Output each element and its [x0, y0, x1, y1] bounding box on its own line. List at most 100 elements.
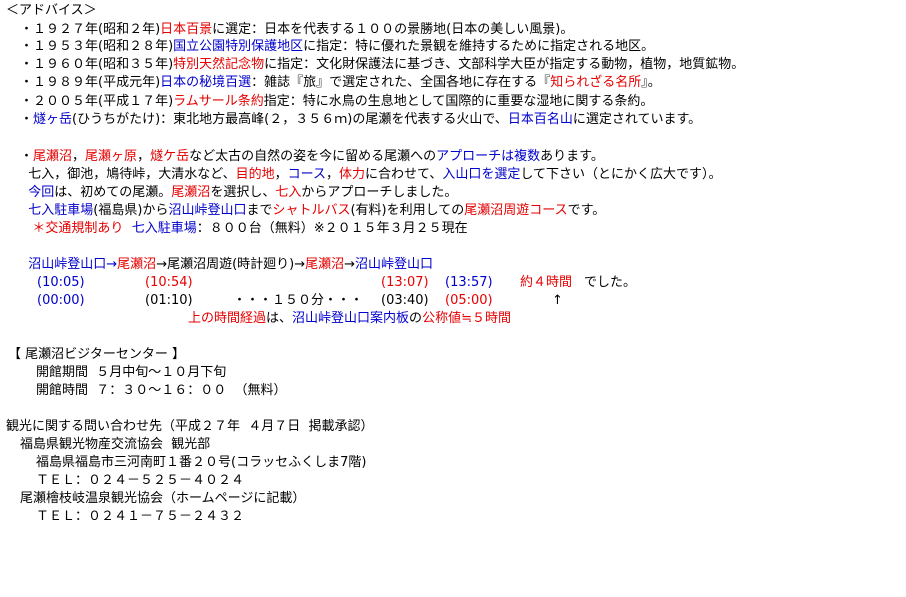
text-segment: に選定：日本を代表する１００の景勝地(日本の美しい風景)。 [212, 22, 574, 37]
text-segment: → [344, 257, 356, 272]
text-segment: (福島県)から [93, 203, 169, 218]
text-segment: は、 [266, 311, 293, 326]
text-segment: を選択し、 [210, 185, 276, 200]
advice-bullet-1989: ・１９８９年(平成元年)日本の秘境百選：雑誌『旅』で選定された、全国各地に存在す… [20, 74, 661, 91]
text-segment: ， [274, 167, 288, 182]
text-segment: (ひうちがたけ)：東北地方最高峰(２，３５６ｍ)の尾瀬を代表する火山で、 [72, 112, 508, 127]
text-segment: 沼山峠登山口 [355, 257, 434, 272]
text-segment: ＊交通規制あり [32, 221, 124, 236]
approach-line-4: 七入駐車場(福島県)から沼山峠登山口までシャトルバス(有料)を利用しての尾瀬沼周… [20, 202, 605, 219]
text-segment: (有料)を利用しての [350, 203, 465, 218]
advice-bullet-1953: ・１９５３年(昭和２８年)国立公園特別保護地区に指定：特に優れた景観を維持するた… [20, 38, 654, 55]
text-segment: まで [246, 203, 273, 218]
advice-bullet-1927: ・１９２７年(昭和２年)日本百景に選定：日本を代表する１００の景勝地(日本の美し… [20, 21, 573, 38]
text-segment: コース [287, 167, 327, 182]
text-segment: です。 [567, 203, 606, 218]
text-segment: 体力 [339, 167, 366, 182]
text-segment: 七入駐車場 [28, 203, 94, 218]
text-segment: 日本百景 [160, 22, 213, 37]
text-segment: ラムサール条約 [173, 94, 264, 109]
text-segment: 公称値≒５時間 [422, 311, 511, 326]
time-cell: (10:54) [145, 275, 193, 290]
advice-heading: ＜アドバイス＞ [6, 3, 97, 18]
text-segment: 尾瀬ヶ原 [85, 149, 138, 164]
contact-address-1: 福島県福島市三河南町１番２０号(コラッセふくしま7階) [36, 455, 367, 470]
approach-line-3: 今回は、初めての尾瀬。尾瀬沼を選択し、七入からアプローチしました。 [20, 184, 457, 201]
text-segment: 入山口を選定 [442, 167, 521, 182]
text-segment: ・ [20, 149, 34, 164]
text-segment: 日本の秘境百選 [160, 75, 252, 90]
text-segment: シャトルバス [272, 203, 351, 218]
text-segment: に指定：特に優れた景観を維持するために指定される地区。 [303, 39, 655, 54]
time-cell: ↑ [552, 293, 563, 308]
text-segment: の [409, 311, 423, 326]
advice-bullet-1960: ・１９６０年(昭和３５年)特別天然記念物に指定：文化財保護法に基づき、文部科学大… [20, 56, 744, 73]
approach-line-1: ・尾瀬沼，尾瀬ヶ原，燧ケ岳など太古の自然の姿を今に留める尾瀬へのアプローチは複数… [20, 148, 604, 165]
time-cell: 約４時間 [520, 275, 573, 290]
text-segment: に選定されています。 [572, 112, 702, 127]
time-cell: (03:40) [381, 293, 429, 308]
contact-heading: 観光に関する問い合わせ先（平成２７年 ４月７日 掲載承認） [6, 419, 374, 434]
text-segment: 特別天然記念物 [173, 57, 265, 72]
text-segment: 沼山峠登山口 [168, 203, 247, 218]
text-segment: からアプローチしました。 [301, 185, 458, 200]
text-segment: 今回 [28, 185, 55, 200]
text-segment: 目的地 [235, 167, 275, 182]
text-segment: 知られざる名所 [550, 75, 642, 90]
route-times-elapsed: (00:00) (01:10) ・・・１５０分・・・ (03:40) (05:00) ↑ [0, 292, 906, 309]
text-segment: 尾瀬沼 [117, 257, 157, 272]
route-note: 上の時間経過は、沼山峠登山口案内板の公称値≒５時間 [188, 310, 511, 327]
advice-bullet-hiuchigatake: ・燧ヶ岳(ひうちがたけ)：東北地方最高峰(２，３５６ｍ)の尾瀬を代表する火山で、… [20, 111, 701, 128]
text-segment: 沼山峠登山口案内板 [292, 311, 410, 326]
text-segment: 燧ヶ岳 [33, 112, 73, 127]
time-cell: (13:57) [445, 275, 493, 290]
text-segment: 』。 [641, 75, 661, 90]
text-segment: 日本百名山 [507, 112, 573, 127]
contact-tel-1: ＴＥＬ：０２４－５２５－４０２４ [36, 473, 245, 488]
text-segment: して下さい（とにかく広大です）。 [520, 167, 722, 182]
text-segment: ・１９６０年(昭和３５年) [20, 57, 174, 72]
text-segment: 指定：特に水鳥の生息地として国際的に重要な湿地に関する条約。 [263, 94, 654, 109]
text-segment: 尾瀬沼 [305, 257, 345, 272]
text-segment: ：８００台（無料）※２０１５年３月２５現在 [196, 221, 468, 236]
text-segment: は、初めての尾瀬。 [54, 185, 172, 200]
advice-bullet-2005: ・２００５年(平成１７年)ラムサール条約指定：特に水鳥の生息地として国際的に重要… [20, 93, 653, 110]
time-cell: ・・・１５０分・・・ [233, 293, 364, 308]
text-segment [20, 221, 32, 236]
text-segment: 尾瀬沼 [171, 185, 211, 200]
text-segment: 沼山峠登山口→ [28, 257, 118, 272]
approach-line-2: 七入，御池，鳩待峠，大清水など、目的地，コース，体力に合わせて、入山口を選定して… [20, 166, 722, 183]
time-cell: でした。 [584, 275, 637, 290]
text-segment: →尾瀬沼周遊(時計廻り)→ [156, 257, 306, 272]
text-segment: ・ [20, 112, 34, 127]
text-segment: 燧ケ岳 [150, 149, 190, 164]
text-segment: に合わせて、 [365, 167, 443, 182]
text-segment: ， [326, 167, 340, 182]
text-segment: 七入駐車場 [131, 221, 197, 236]
time-cell: (01:10) [145, 293, 193, 308]
text-segment: あります。 [540, 149, 604, 164]
time-cell: (00:00) [37, 293, 85, 308]
contact-org-1: 福島県観光物産交流協会 観光部 [20, 437, 211, 452]
visitor-center-period: 開館期間 ５月中旬～１０月下旬 [36, 365, 227, 380]
text-segment: ， [72, 149, 86, 164]
text-segment: アプローチは複数 [436, 149, 541, 164]
text-segment: 尾瀬沼 [33, 149, 73, 164]
text-segment: ， [137, 149, 151, 164]
route-line: 沼山峠登山口→尾瀬沼→尾瀬沼周遊(時計廻り)→尾瀬沼→沼山峠登山口 [20, 256, 433, 273]
route-times-clock: (10:05) (10:54) (13:07) (13:57) 約４時間でした。 [0, 274, 906, 291]
text-segment: 上の時間経過 [188, 311, 267, 326]
text-segment: ・１９８９年(平成元年) [20, 75, 161, 90]
text-segment: 国立公園特別保護地区 [173, 39, 304, 54]
text-segment: 尾瀬沼周遊コース [464, 203, 568, 218]
time-cell: (13:07) [381, 275, 429, 290]
text-segment: に指定：文化財保護法に基づき、文部科学大臣が指定する動物，植物，地質鉱物。 [264, 57, 745, 72]
time-cell: (10:05) [37, 275, 85, 290]
text-segment [123, 221, 131, 236]
text-segment: 七入，御池，鳩待峠，大清水など、 [20, 167, 236, 182]
text-segment: 七入 [275, 185, 302, 200]
time-cell: (05:00) [445, 293, 493, 308]
text-segment: ・１９２７年(昭和２年) [20, 22, 161, 37]
text-segment: ・２００５年(平成１７年) [20, 94, 174, 109]
